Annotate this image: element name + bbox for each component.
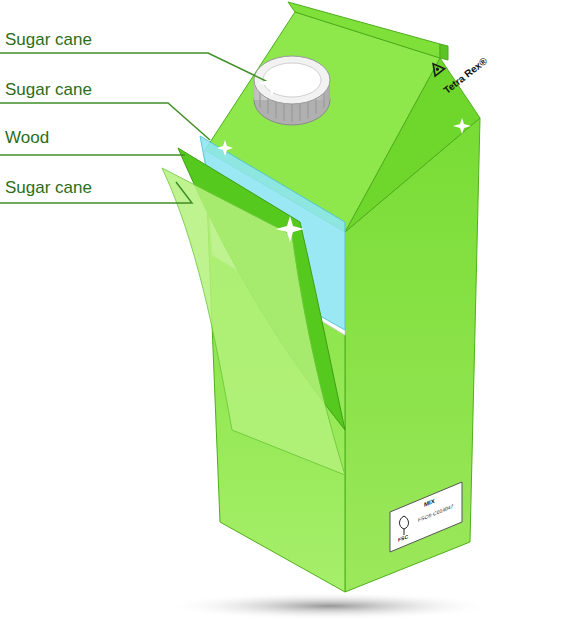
part-label: Wood <box>5 129 49 146</box>
sparkle <box>453 118 471 134</box>
leader-line <box>0 154 185 156</box>
leader-line <box>0 53 268 82</box>
leader-lines <box>0 53 268 203</box>
outer-sugar-cane-layer <box>162 168 345 475</box>
brand-text: Tetra Rex® <box>442 56 489 96</box>
fsc-label-box <box>390 482 462 552</box>
logo-triangle <box>428 60 444 76</box>
sparkles <box>217 70 471 242</box>
fsc-tree <box>400 516 409 529</box>
fsc-tree-logo <box>400 516 409 535</box>
part-label: Sugar cane <box>5 81 92 98</box>
sparkle <box>258 70 286 96</box>
part-label: Sugar cane <box>5 179 92 196</box>
drop-shadow <box>165 592 495 620</box>
sparkle <box>276 216 304 242</box>
certification-text: FSC® C014047 <box>418 504 453 523</box>
carton-top-fin <box>288 2 440 58</box>
brand-logo <box>428 60 444 76</box>
certification-text: FSC <box>398 534 408 543</box>
screw-cap <box>254 56 330 125</box>
part-label: Sugar cane <box>5 31 92 48</box>
carton-top-fin-edge <box>440 44 448 60</box>
logo-dot <box>435 67 439 71</box>
sparkle <box>217 140 233 156</box>
certification-text: MIX <box>424 498 435 508</box>
